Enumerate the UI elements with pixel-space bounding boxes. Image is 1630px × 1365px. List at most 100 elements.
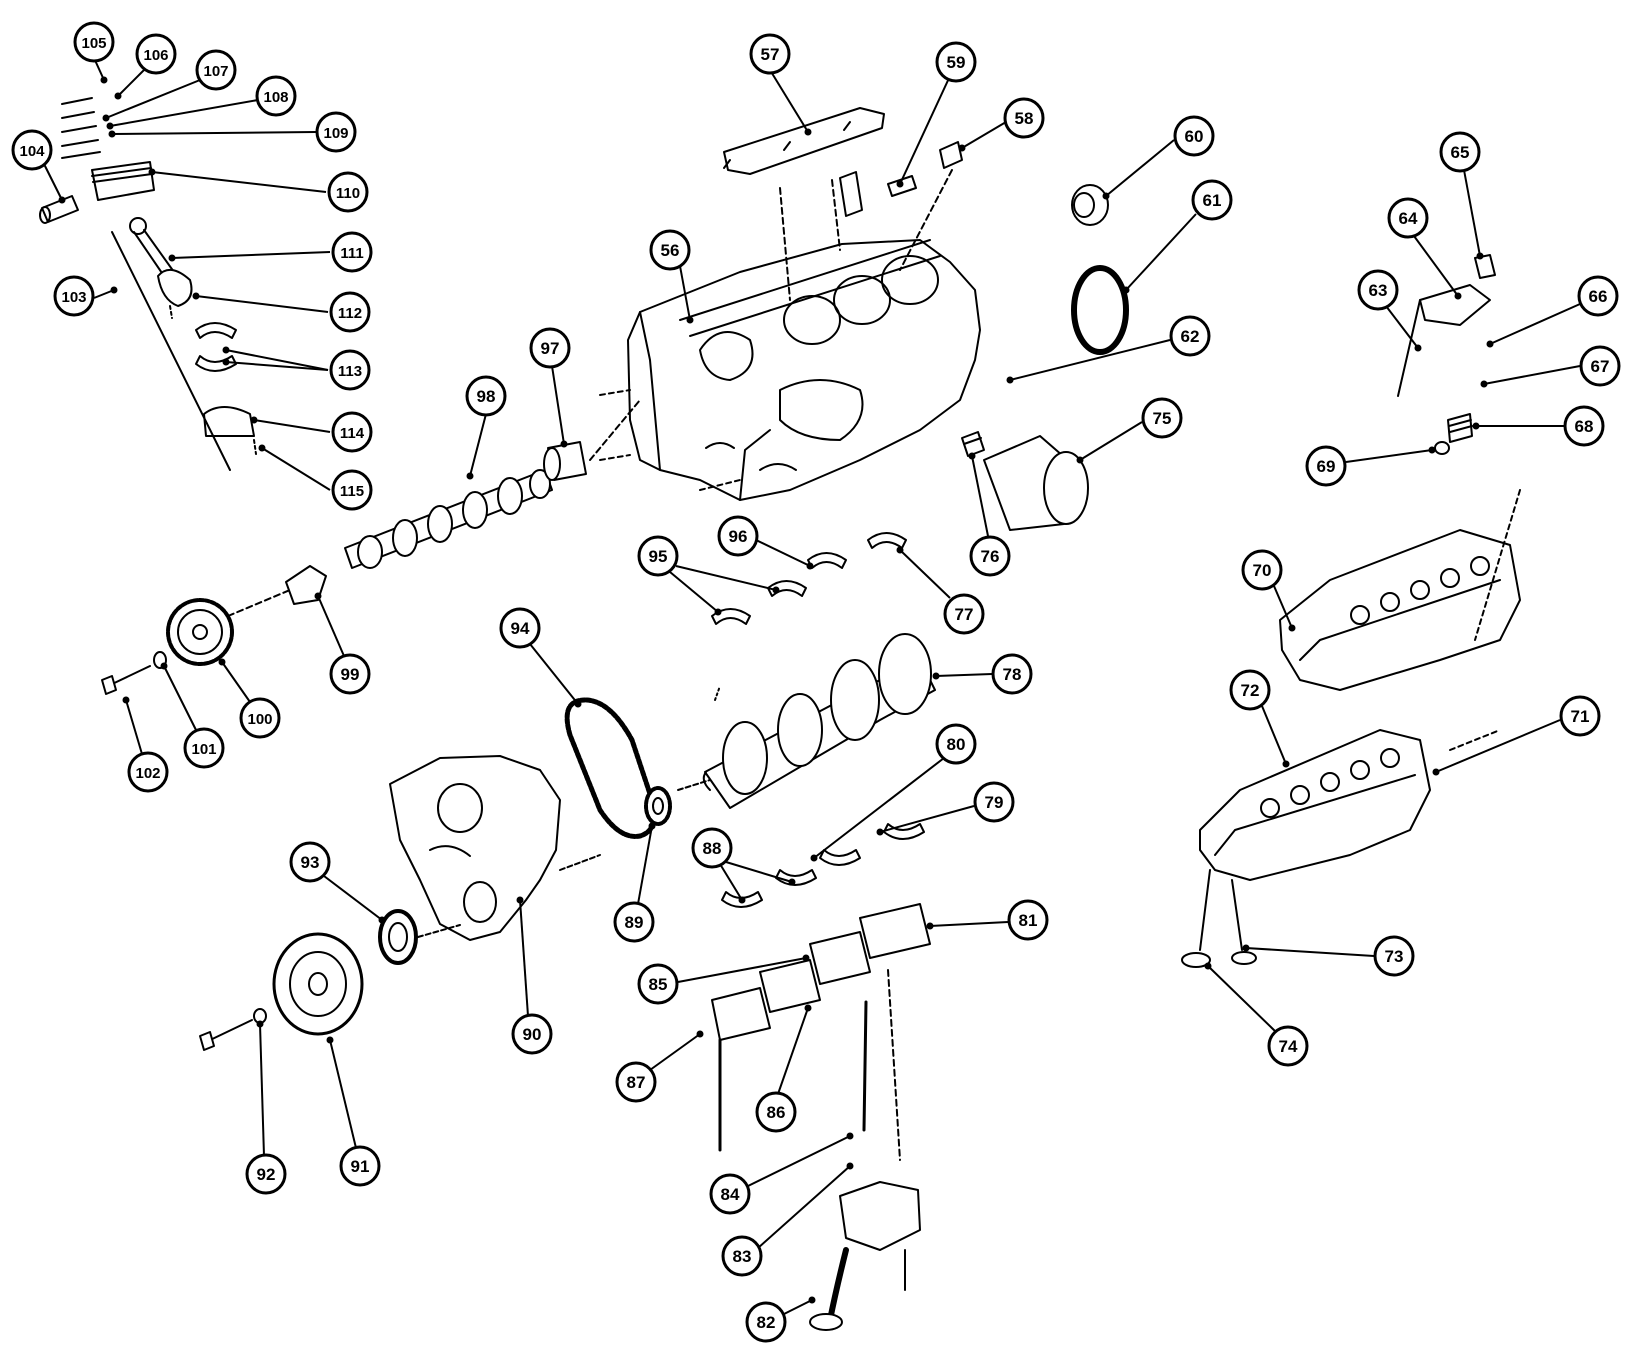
leader-arrow-83: [846, 1162, 854, 1170]
leader-line-92: [259, 1023, 265, 1157]
leader-line-103: [93, 289, 115, 299]
block-bolt-line: [599, 389, 631, 396]
callout-bubble: [721, 1235, 763, 1277]
callout-bubble: [1007, 899, 1049, 941]
cylinder-block: [627, 239, 981, 501]
filter-adapter: [961, 431, 985, 457]
callout-number: 75: [1153, 409, 1172, 428]
callout-bubble: [315, 111, 357, 153]
leader-line-114: [253, 419, 331, 433]
crankshaft-sprocket: [644, 786, 672, 826]
callout-82: 82: [745, 1301, 787, 1343]
leader-arrow-80: [810, 854, 818, 862]
callout-bubble: [1141, 397, 1183, 439]
leader-arrow-97: [560, 440, 568, 448]
callout-number: 113: [338, 363, 362, 380]
leader-line-113: [225, 349, 329, 371]
callout-bubble: [239, 697, 281, 739]
callout-number: 68: [1575, 417, 1594, 436]
leader-arrow-88: [738, 896, 746, 904]
leader-line-67: [1483, 365, 1581, 385]
seal-line: [417, 924, 461, 938]
callout-bubble: [329, 653, 371, 695]
callout-99: 99: [329, 653, 371, 695]
callout-64: 64: [1387, 197, 1429, 239]
callout-76: 76: [969, 535, 1011, 577]
rod-cap: [203, 406, 257, 455]
callout-bubble: [53, 275, 95, 317]
leader-line-75: [1079, 421, 1143, 461]
callout-bubble: [1229, 669, 1271, 711]
leader-arrow-102: [122, 696, 130, 704]
leader-arrow-113: [222, 346, 230, 354]
main-bearing-caps: [711, 903, 931, 1041]
leader-arrow-79: [876, 828, 884, 836]
leader-arrow-89: [648, 822, 656, 830]
callout-59: 59: [935, 41, 977, 83]
rear-main-seal: [1071, 265, 1129, 355]
leader-line-70: [1273, 585, 1293, 629]
callout-bubble: [1173, 115, 1215, 157]
callout-bubble: [1577, 275, 1619, 317]
callout-number: 93: [301, 853, 320, 872]
callout-bubble: [11, 129, 53, 171]
callout-number: 114: [340, 425, 365, 442]
leader-arrow-64: [1454, 292, 1462, 300]
callout-78: 78: [991, 653, 1033, 695]
callout-bubble: [127, 751, 169, 793]
callout-bubble: [327, 171, 369, 213]
callout-bubble: [637, 963, 679, 1005]
callout-106: 106: [135, 33, 177, 75]
leader-arrow-100: [218, 658, 226, 666]
leader-arrow-56: [686, 316, 694, 324]
callout-bubble: [1559, 695, 1601, 737]
callout-bubble: [749, 33, 791, 75]
callout-bubble: [1003, 97, 1045, 139]
callout-58: 58: [1003, 97, 1045, 139]
callout-77: 77: [943, 593, 985, 635]
callout-number: 76: [981, 547, 1000, 566]
rocker-arm: [1419, 254, 1496, 326]
callout-number: 79: [985, 793, 1004, 812]
callout-110: 110: [327, 171, 369, 213]
leader-arrow-106: [114, 92, 122, 100]
leader-arrow-67: [1480, 380, 1488, 388]
leader-arrow-65: [1476, 252, 1484, 260]
leader-arrow-76: [968, 452, 976, 460]
callout-57: 57: [749, 33, 791, 75]
callout-bubble: [135, 33, 177, 75]
leader-arrow-70: [1288, 624, 1296, 632]
callout-number: 95: [649, 547, 668, 566]
callout-number: 59: [947, 53, 966, 72]
leader-arrow-58: [958, 144, 966, 152]
callout-88: 88: [691, 827, 733, 869]
callout-103: 103: [53, 275, 95, 317]
callout-bubble: [691, 827, 733, 869]
leader-arrow-68: [1472, 422, 1480, 430]
leader-line-100: [221, 661, 251, 703]
callout-109: 109: [315, 111, 357, 153]
leader-line-88: [725, 861, 793, 883]
piston-ring-lines: [61, 97, 101, 159]
callout-92: 92: [245, 1153, 287, 1195]
callout-84: 84: [709, 1173, 751, 1215]
damper-bolt-washer: [199, 1008, 267, 1051]
leader-line-81: [929, 921, 1009, 927]
callout-bubble: [1241, 549, 1283, 591]
callout-87: 87: [615, 1061, 657, 1103]
callout-number: 82: [757, 1313, 776, 1332]
leader-line-96: [755, 539, 811, 567]
callout-number: 103: [61, 289, 86, 306]
callout-number: 101: [191, 741, 216, 758]
leader-arrow-78: [932, 672, 940, 680]
callout-bubble: [615, 1061, 657, 1103]
callout-bubble: [183, 727, 225, 769]
callout-number: 108: [263, 89, 288, 106]
leader-line-74: [1207, 965, 1277, 1033]
callout-number: 112: [338, 305, 362, 322]
leader-line-115: [261, 447, 331, 491]
leader-arrow-112: [192, 292, 200, 300]
callout-number: 107: [203, 63, 228, 80]
callout-96: 96: [717, 515, 759, 557]
leader-arrow-82: [808, 1296, 816, 1304]
